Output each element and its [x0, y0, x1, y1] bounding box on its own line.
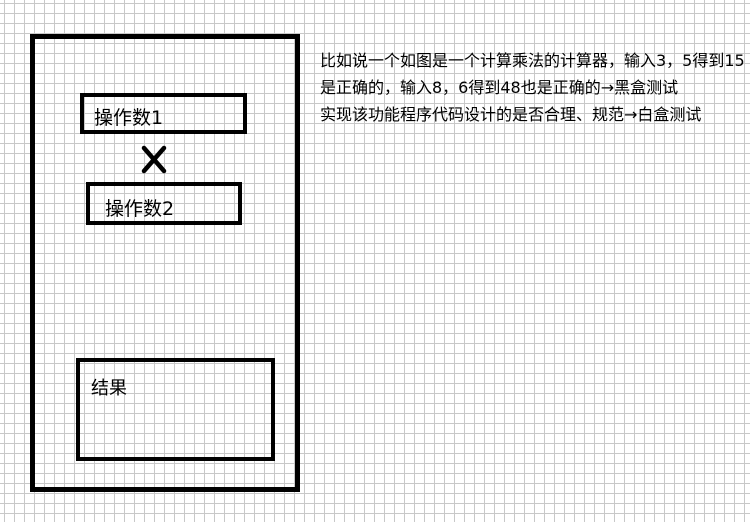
explanation-text: 比如说一个如图是一个计算乘法的计算器，输入3，5得到15是正确的，输入8，6得到…: [320, 47, 745, 128]
operand-2-box: 操作数2: [86, 182, 242, 225]
calculator-frame: [30, 34, 300, 492]
black-box-testing-note: 比如说一个如图是一个计算乘法的计算器，输入3，5得到15是正确的，输入8，6得到…: [320, 51, 745, 97]
result-label: 结果: [91, 378, 127, 399]
multiply-icon: [141, 145, 167, 174]
operand-1-label: 操作数1: [94, 107, 164, 129]
operand-1-box: 操作数1: [80, 93, 247, 134]
operand-2-label: 操作数2: [105, 198, 175, 220]
white-box-testing-note: 实现该功能程序代码设计的是否合理、规范→白盒测试: [320, 105, 702, 124]
result-box: 结果: [76, 358, 275, 461]
